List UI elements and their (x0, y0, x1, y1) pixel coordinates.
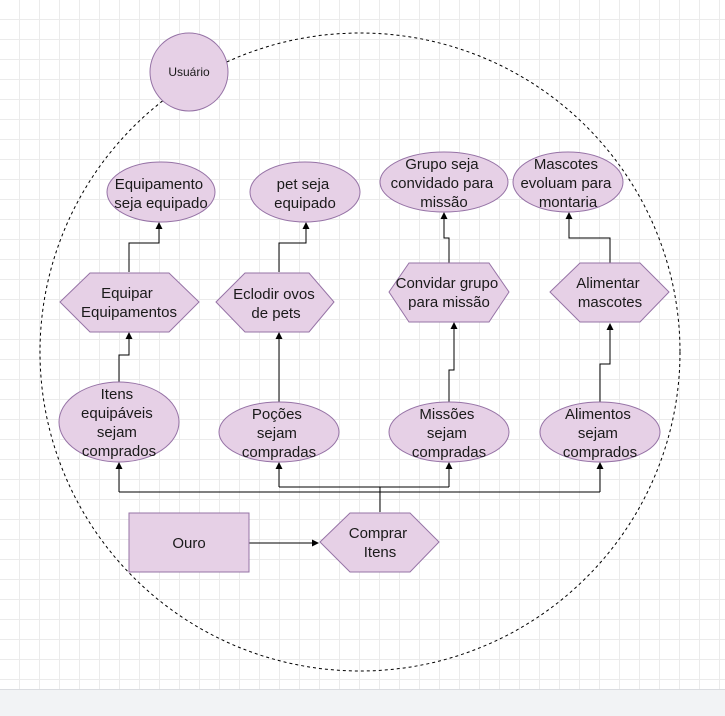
node-ouro-label: Ouro (172, 535, 205, 552)
node-itens-equipaveis[interactable]: Itens equipáveis sejam comprados (58, 381, 180, 463)
edge-equipar-equipamento (128, 228, 160, 272)
arrow-to-itens (115, 462, 123, 469)
arrow-ouro-comprar (312, 539, 319, 547)
arrow-alimentos-alimentar (606, 323, 614, 330)
arrow-to-missoes (445, 462, 453, 469)
actor-usuario[interactable]: Usuário (149, 32, 229, 112)
edge-missoes-convidar (448, 328, 455, 403)
node-mascotes-label: Mascotes evoluam para montaria (520, 156, 615, 211)
node-convidar-grupo[interactable]: Convidar grupo para missão (388, 262, 510, 323)
node-ouro[interactable]: Ouro (128, 512, 250, 573)
node-comprar-itens-label: Comprar Itens (349, 525, 412, 561)
node-equipar-equipamentos[interactable]: Equipar Equipamentos (59, 272, 200, 333)
node-pet-equipado[interactable]: pet seja equipado (249, 161, 361, 223)
arrow-to-alimentos (596, 462, 604, 469)
node-alimentos-label: Alimentos sejam comprados (563, 406, 637, 461)
arrow-to-pocoes (275, 462, 283, 469)
diagram-canvas[interactable] (0, 0, 725, 689)
arrow-missoes-convidar (450, 322, 458, 329)
edge-itens-equipar (118, 338, 130, 382)
edge-alimentos-alimentar (599, 329, 611, 403)
node-grupo-convidado[interactable]: Grupo seja convidado para missão (379, 151, 509, 213)
node-eclodir-ovos[interactable]: Eclodir ovos de pets (215, 272, 335, 333)
arrow-alimentar-mascotes (565, 212, 573, 219)
node-mascotes-evoluam[interactable]: Mascotes evoluam para montaria (512, 151, 624, 213)
edge-eclodir-pet (278, 228, 307, 272)
arrow-convidar-grupo (440, 212, 448, 219)
system-boundary[interactable] (39, 32, 681, 672)
actor-label: Usuário (168, 65, 210, 79)
edge-convidar-grupo (443, 218, 450, 263)
node-alimentos[interactable]: Alimentos sejam comprados (539, 401, 661, 463)
node-pet-label: pet seja equipado (274, 176, 336, 212)
node-itens-equipaveis-label: Itens equipáveis sejam comprados (81, 386, 157, 460)
node-comprar-itens[interactable]: Comprar Itens (319, 512, 440, 573)
arrow-eclodir-pet (302, 222, 310, 229)
node-pocoes-label: Poções sejam compradas (242, 406, 316, 461)
arrow-equipar-equipamento (155, 222, 163, 229)
flow-diagram: Usuário Ouro Comprar Itens (39, 32, 681, 672)
node-convidar-label: Convidar grupo para missão (396, 275, 503, 311)
edge-alimentar-mascotes (568, 218, 611, 263)
node-grupo-label: Grupo seja convidado para missão (391, 156, 498, 211)
bottom-bar (0, 689, 725, 716)
node-equipamento-label: Equipamento seja equipado (114, 176, 207, 212)
node-missoes[interactable]: Missões sejam compradas (388, 401, 510, 463)
node-equipamento-equipado[interactable]: Equipamento seja equipado (106, 161, 216, 223)
node-eclodir-label: Eclodir ovos de pets (233, 286, 319, 322)
node-alimentar-label: Alimentar mascotes (576, 275, 644, 311)
node-equipar-label: Equipar Equipamentos (81, 285, 177, 321)
node-pocoes[interactable]: Poções sejam compradas (218, 401, 340, 463)
arrow-itens-equipar (125, 332, 133, 339)
node-missoes-label: Missões sejam compradas (412, 406, 486, 461)
node-alimentar-mascotes[interactable]: Alimentar mascotes (549, 262, 670, 323)
arrow-pocoes-eclodir (275, 332, 283, 339)
